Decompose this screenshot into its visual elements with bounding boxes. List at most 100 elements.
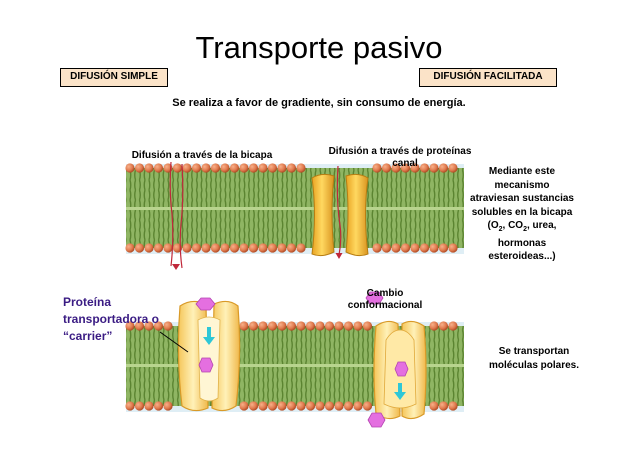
lipid-head	[239, 401, 249, 411]
lipid-head	[324, 321, 335, 331]
lipid-head	[286, 163, 297, 173]
lipid-head	[153, 163, 164, 173]
lipid-head	[315, 321, 325, 331]
lipid-head	[438, 401, 449, 411]
lipid-head	[267, 163, 278, 173]
label-conformational-line2: conformacional	[347, 300, 423, 311]
diffusion-arrows-bilayer	[169, 161, 184, 270]
lipid-head	[220, 243, 230, 253]
lipid-head	[277, 401, 287, 411]
lipid-head	[277, 321, 287, 331]
lipid-head	[134, 321, 145, 331]
lipid-head	[125, 163, 135, 173]
lipid-head	[191, 243, 202, 253]
label-channel-line1: Difusión a través de proteínas	[328, 146, 472, 157]
side-note-bottom-line1: Se transportan	[498, 346, 570, 357]
lipid-head	[286, 321, 297, 331]
lipid-head	[229, 243, 240, 253]
lipid-head	[163, 401, 173, 411]
label-conformational-change: Cambio conformacional	[322, 288, 448, 312]
side-note-top-line5: (O2, CO2, urea,	[487, 220, 557, 233]
transport-arrows	[203, 327, 406, 400]
lipid-head	[153, 243, 164, 253]
lipid-head	[153, 321, 164, 331]
lipid-head	[144, 401, 154, 411]
lipid-head	[286, 243, 297, 253]
lipid-head	[182, 163, 192, 173]
lipid-head	[391, 163, 401, 173]
side-note-top-line2: mecanismo	[494, 179, 550, 191]
lipid-head	[134, 401, 145, 411]
lipid-head	[448, 321, 458, 331]
lipid-head	[429, 401, 439, 411]
label-carrier-line2: transportadora o	[63, 312, 160, 326]
lipid-head	[305, 401, 316, 411]
lipid-head	[400, 163, 411, 173]
lipid-head	[296, 243, 306, 253]
lipid-head	[448, 401, 458, 411]
lipid-head	[362, 401, 373, 411]
lipid-head	[334, 401, 344, 411]
lipid-head	[362, 321, 373, 331]
side-note-bottom: Se transportan moléculas polares.	[474, 345, 594, 372]
lipid-head	[191, 163, 202, 173]
lipid-head	[343, 401, 354, 411]
lipid-head	[438, 163, 449, 173]
lipid-head	[372, 243, 382, 253]
lipid-head	[324, 401, 335, 411]
lipid-head	[229, 163, 240, 173]
lipid-head	[296, 321, 306, 331]
label-conformational-line1: Cambio	[366, 288, 404, 299]
lipid-head	[296, 163, 306, 173]
lipid-head	[343, 321, 354, 331]
lipid-head	[248, 401, 259, 411]
side-note-top-line6: hormonas	[497, 237, 547, 249]
lipid-head	[210, 243, 221, 253]
label-carrier-line1: Proteína	[63, 295, 112, 309]
lipid-head	[267, 321, 278, 331]
lipid-head	[267, 401, 278, 411]
side-note-top-line7: esteroideas...)	[488, 251, 556, 262]
lipid-head	[134, 163, 145, 173]
label-bilayer-diffusion: Difusión a través de la bicapa	[131, 150, 273, 161]
side-note-top-line3: atraviesan sustancias	[470, 193, 574, 204]
lipid-head	[258, 321, 268, 331]
lipid-head	[400, 243, 411, 253]
lipid-head	[334, 321, 344, 331]
lipid-head	[429, 243, 439, 253]
lipid-head	[429, 321, 439, 331]
lipid-head	[201, 163, 211, 173]
lipid-head	[296, 401, 306, 411]
lipid-head	[144, 243, 154, 253]
side-note-top-line4: solubles en la bicapa	[471, 206, 573, 218]
channel-protein	[311, 173, 369, 257]
lipid-head	[429, 163, 439, 173]
label-channel-line2: canal	[392, 158, 418, 169]
lipid-head	[419, 163, 430, 173]
lipid-head	[448, 163, 458, 173]
lipid-head	[353, 321, 363, 331]
lipid-head	[172, 163, 183, 173]
lipid-head	[125, 321, 135, 331]
carrier-pointer-line	[159, 331, 189, 353]
lipid-head	[163, 243, 173, 253]
lipid-head	[248, 243, 259, 253]
lipid-head	[220, 163, 230, 173]
lipid-head	[239, 163, 249, 173]
lipid-head	[144, 163, 154, 173]
lipid-head	[258, 163, 268, 173]
lipid-head	[258, 401, 268, 411]
diffusion-arrow-channel	[335, 165, 343, 259]
side-note-bottom-line2: moléculas polares.	[488, 359, 580, 371]
lipid-head	[248, 321, 259, 331]
lipid-head	[353, 401, 363, 411]
lipid-head	[144, 321, 154, 331]
lipid-head	[438, 243, 449, 253]
lipid-head	[248, 163, 259, 173]
lipid-head	[210, 163, 221, 173]
top-membrane	[125, 163, 464, 254]
lipid-head	[277, 243, 287, 253]
lipid-head	[305, 321, 316, 331]
lipid-head	[315, 401, 325, 411]
